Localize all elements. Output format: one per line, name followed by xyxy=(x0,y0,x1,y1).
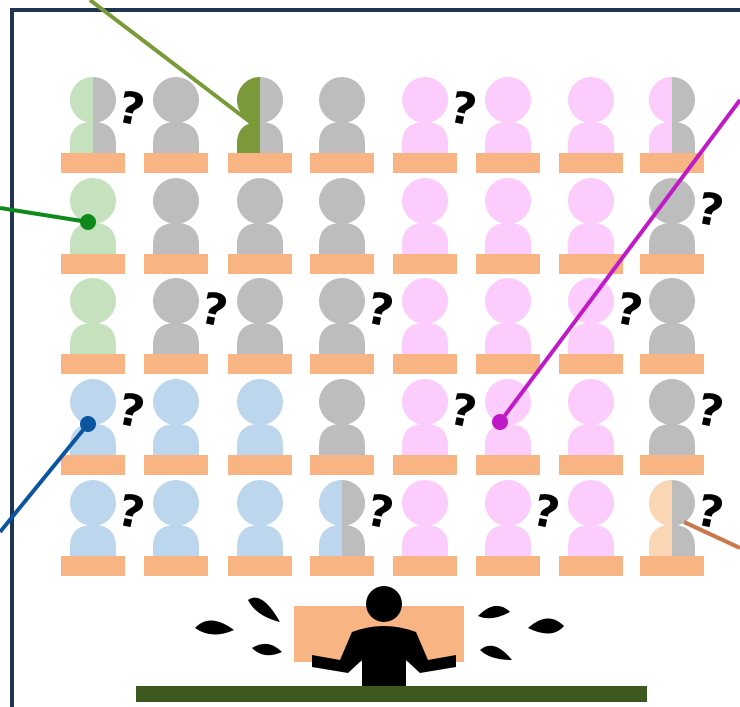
student-desk xyxy=(476,455,540,475)
question-mark: ? xyxy=(611,283,647,338)
student-desk xyxy=(559,153,623,173)
question-mark: ? xyxy=(445,384,481,439)
student-desk xyxy=(476,354,540,374)
student-desk xyxy=(228,254,292,274)
question-mark: ? xyxy=(113,82,149,137)
student-desk xyxy=(144,153,208,173)
student-desk xyxy=(640,455,704,475)
student-row2-col5 xyxy=(476,278,540,374)
student-desk xyxy=(476,254,540,274)
question-mark: ? xyxy=(196,283,232,338)
student-desk xyxy=(393,556,457,576)
student-desk xyxy=(61,254,125,274)
student-row2-col2 xyxy=(228,278,292,374)
student-desk xyxy=(559,455,623,475)
board-bar xyxy=(136,686,647,702)
student-desk xyxy=(310,254,374,274)
student-row2-col7 xyxy=(640,278,704,374)
student-row4-col2 xyxy=(228,480,292,576)
student-row3-col2 xyxy=(228,379,292,475)
student-desk xyxy=(228,354,292,374)
student-desk xyxy=(476,153,540,173)
student-row4-col6 xyxy=(559,480,623,576)
student-desk xyxy=(310,153,374,173)
student-row0-col6 xyxy=(559,77,623,173)
student-desk xyxy=(559,556,623,576)
student-desk xyxy=(144,254,208,274)
student-desk xyxy=(310,455,374,475)
pointer-dot xyxy=(80,416,96,432)
student-desk xyxy=(61,455,125,475)
student-desk xyxy=(310,556,374,576)
student-row2-col4 xyxy=(393,278,457,374)
student-row3-col6 xyxy=(559,379,623,475)
student-desk xyxy=(393,254,457,274)
student-desk xyxy=(393,153,457,173)
student-desk xyxy=(228,455,292,475)
student-desk xyxy=(476,556,540,576)
student-desk xyxy=(228,556,292,576)
student-desk xyxy=(559,354,623,374)
question-mark: ? xyxy=(528,485,564,540)
student-row0-col5 xyxy=(476,77,540,173)
student-desk xyxy=(61,556,125,576)
question-mark: ? xyxy=(362,283,398,338)
question-mark: ? xyxy=(692,384,728,439)
student-row1-col5 xyxy=(476,178,540,274)
student-desk xyxy=(144,354,208,374)
teacher-area xyxy=(136,586,647,702)
question-mark: ? xyxy=(113,384,149,439)
student-desk xyxy=(393,354,457,374)
student-row3-col1 xyxy=(144,379,208,475)
student-row1-col1 xyxy=(144,178,208,274)
question-mark: ? xyxy=(445,82,481,137)
student-desk xyxy=(61,153,125,173)
student-desk xyxy=(144,556,208,576)
student-desk xyxy=(640,354,704,374)
sweat-drops-left xyxy=(195,598,282,656)
question-mark: ? xyxy=(113,485,149,540)
student-desk xyxy=(310,354,374,374)
student-row1-col2 xyxy=(228,178,292,274)
student-desk xyxy=(144,455,208,475)
student-desk xyxy=(640,556,704,576)
student-row0-col3 xyxy=(310,77,374,173)
student-row0-col2 xyxy=(228,77,292,173)
student-row3-col3 xyxy=(310,379,374,475)
student-row4-col1 xyxy=(144,480,208,576)
question-mark: ? xyxy=(692,183,728,238)
student-row4-col4 xyxy=(393,480,457,576)
student-desk xyxy=(228,153,292,173)
student-row0-col1 xyxy=(144,77,208,173)
student-row1-col6 xyxy=(559,178,623,274)
student-row1-col4 xyxy=(393,178,457,274)
student-row1-col3 xyxy=(310,178,374,274)
student-row2-col0 xyxy=(61,278,125,374)
student-desk xyxy=(640,254,704,274)
sweat-drops-right xyxy=(478,606,564,660)
student-desk xyxy=(393,455,457,475)
pointer-dot xyxy=(80,214,96,230)
question-mark: ? xyxy=(362,485,398,540)
student-desk xyxy=(61,354,125,374)
pointer-dot xyxy=(492,414,508,430)
student-row3-col5 xyxy=(476,379,540,475)
question-mark: ? xyxy=(692,485,728,540)
